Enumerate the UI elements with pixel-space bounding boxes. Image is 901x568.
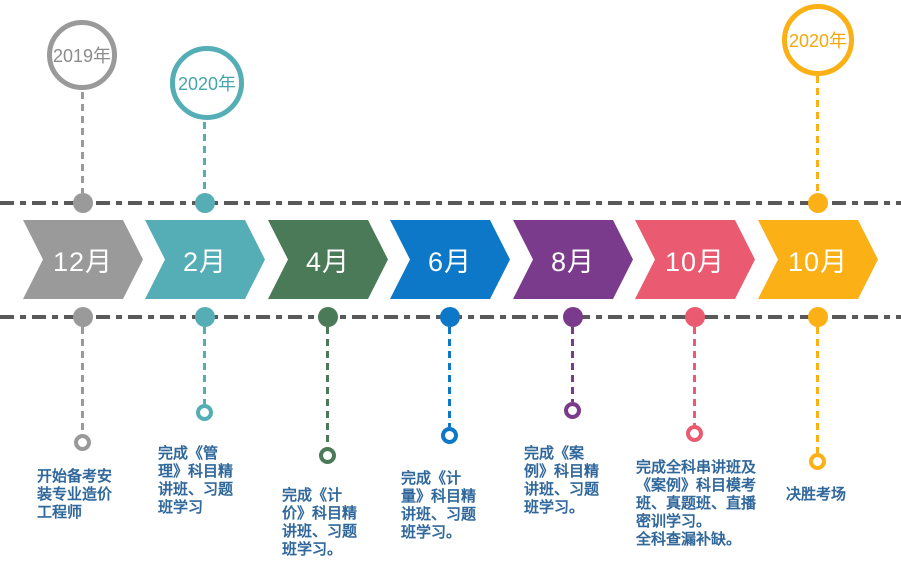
milestone-connector-line [81,327,84,434]
timeline-dot [808,193,828,213]
month-chevron-feb: 2月 [145,220,265,299]
month-chevron-jun: 6月 [390,220,510,299]
milestone-ring [686,425,703,442]
milestone-description: 完成《案 例》科目精 讲班、习题 班学习。 [524,445,600,516]
year-badge-2020-exam: 2020年 [782,4,854,76]
year-connector-line [816,76,819,193]
milestone-description: 决胜考场 [786,486,847,503]
year-label: 2019年 [52,46,112,66]
milestone-description: 完成全科串讲班及 《案例》科目模考 班、真题班、直播 密训学习。 全科查漏补缺。 [636,459,757,548]
milestone-dot [440,307,460,327]
milestone-ring [196,404,213,421]
month-label: 8月 [550,247,596,277]
milestone-dot [808,307,828,327]
milestone-ring [441,427,458,444]
milestone-dot [685,307,705,327]
year-label: 2020年 [788,31,848,51]
month-chevron-dec: 12月 [23,220,143,299]
timeline-dot [195,193,215,213]
month-label: 10月 [664,247,726,277]
milestone-ring [809,453,826,470]
month-chevron-oct-exam: 10月 [758,220,878,299]
milestone-description: 完成《计 量》科目精 讲班、习题 班学习。 [401,470,477,541]
month-chevron-oct: 10月 [635,220,755,299]
milestone-dot [318,307,338,327]
month-label: 10月 [787,247,849,277]
milestone-connector-line [203,327,206,404]
year-badge-2019: 2019年 [47,20,117,90]
month-chevron-apr: 4月 [268,220,388,299]
year-badge-2020: 2020年 [170,46,244,120]
month-label: 12月 [52,247,114,277]
year-label: 2020年 [177,74,237,94]
milestone-connector-line [693,327,696,425]
milestone-ring [74,434,91,451]
milestone-dot [73,307,93,327]
milestone-connector-line [326,327,329,447]
milestone-connector-line [448,327,451,427]
year-connector-line [203,122,206,193]
milestone-dot [195,307,215,327]
milestone-description: 完成《管 理》科目精 讲班、习题 班学习 [158,445,234,516]
milestone-description: 完成《计 价》科目精 讲班、习题 班学习。 [282,487,358,558]
month-label: 6月 [427,247,473,277]
milestone-ring [319,447,336,464]
milestone-description: 开始备考安 装专业造价 工程师 [37,468,113,521]
milestone-ring [564,402,581,419]
timeline-dot [73,193,93,213]
milestone-dot [563,307,583,327]
month-label: 2月 [182,247,228,277]
milestone-connector-line [816,327,819,453]
timeline-axis-top [0,201,901,205]
month-label: 4月 [305,247,351,277]
milestone-connector-line [571,327,574,402]
month-chevron-aug: 8月 [513,220,633,299]
year-connector-line [81,92,84,193]
